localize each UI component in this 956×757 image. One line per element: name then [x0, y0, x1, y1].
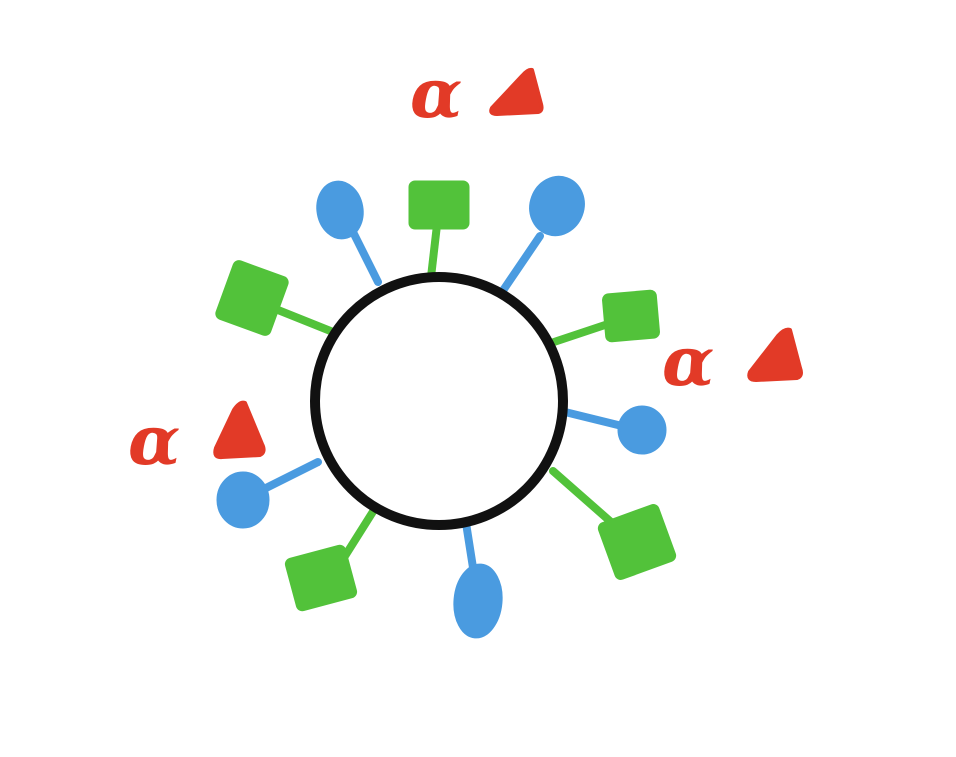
receptor-stalk — [341, 506, 378, 560]
triangle-icon — [213, 400, 266, 460]
receptor-round-head-shape — [216, 471, 270, 529]
receptor-square-head-shape — [597, 504, 677, 580]
receptor-round-head — [453, 519, 503, 639]
triangle-icon — [747, 327, 803, 382]
triangle-icon — [489, 67, 544, 116]
receptor-square-head — [408, 180, 470, 281]
receptor-stalk — [427, 221, 441, 281]
alpha-symbol: α — [410, 54, 462, 134]
receptors — [215, 175, 677, 639]
receptor-stalk — [549, 467, 615, 526]
receptor-stalk — [269, 304, 337, 336]
receptor-square-head-shape — [602, 289, 660, 343]
receptor-round-head — [216, 458, 322, 529]
receptor-stalk — [561, 408, 626, 430]
receptor-square-head — [215, 260, 337, 336]
receptor-square-head-shape — [408, 180, 470, 230]
receptor-stalk — [258, 458, 322, 494]
alpha-symbol: α — [128, 401, 180, 481]
receptor-stalk — [498, 232, 544, 296]
receptor-round-head-shape — [617, 405, 667, 455]
alpha-label-left: α — [128, 400, 266, 481]
cell-membrane — [310, 272, 568, 530]
receptor-square-head — [544, 289, 660, 348]
receptor-round-head — [498, 175, 585, 296]
alpha-label-right: α — [662, 322, 803, 402]
receptor-round-head-shape — [453, 563, 503, 639]
receptor-round-head — [561, 405, 667, 455]
alpha-symbol: α — [662, 322, 714, 402]
receptor-square-head-shape — [284, 544, 358, 612]
receptor-round-head-shape — [316, 180, 364, 240]
receptor-stalk — [544, 320, 612, 348]
receptor-square-head — [549, 467, 677, 580]
receptor-square-head-shape — [215, 260, 289, 336]
receptor-square-head — [284, 506, 378, 612]
receptor-round-head — [316, 180, 382, 286]
alpha-label-top: α — [410, 54, 544, 134]
receptor-round-head-shape — [529, 175, 585, 237]
